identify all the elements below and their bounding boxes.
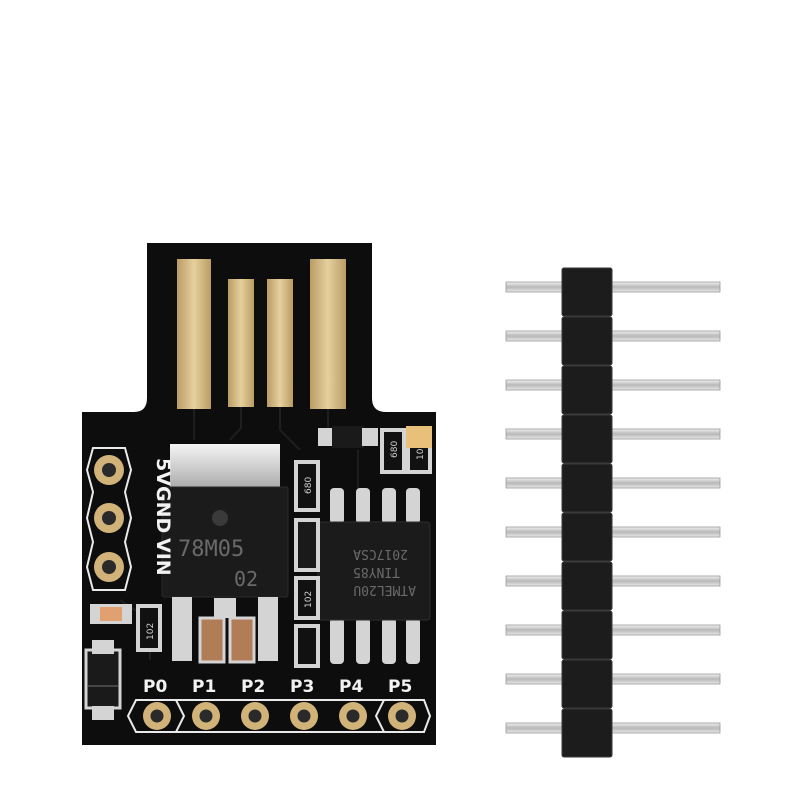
capacitor-2 [198, 616, 226, 664]
voltage-regulator: 78M05 02 [161, 444, 289, 661]
header-pin [505, 477, 721, 489]
capacitor-3 [228, 616, 256, 664]
label-5v: 5V [152, 458, 174, 486]
mcu-lead-bottom-4 [406, 618, 420, 664]
label-p3: P3 [290, 677, 314, 697]
header-pin [505, 379, 721, 391]
mcu-marking-1: ATMEL20U [353, 582, 416, 597]
label-p0: P0 [143, 677, 167, 697]
transistor-pad-top [92, 640, 114, 654]
regulator-body [161, 486, 289, 598]
mcu-lead-top-1 [330, 488, 344, 524]
transistor [84, 648, 122, 710]
regulator-marking-1: 78M05 [178, 537, 244, 562]
mcu-lead-top-4 [406, 488, 420, 524]
mcu-marking-2: TINY85 [353, 564, 400, 579]
resistor-2-code: 680 [304, 477, 314, 494]
regulator-logo [212, 510, 228, 526]
pin-header-strip [505, 267, 721, 758]
mcu-lead-top-3 [382, 488, 396, 524]
mcu-lead-bottom-2 [356, 618, 370, 664]
attiny85-chip: ATMEL20U TINY85 2017CSA [317, 488, 431, 664]
capacitor-1 [294, 624, 320, 668]
mcu-marking-3: 2017CSA [353, 546, 408, 561]
resistor-3-code: 102 [416, 443, 426, 460]
resistor-1-code: 680 [390, 441, 400, 458]
diode-body [332, 426, 364, 448]
mcu-lead-bottom-1 [330, 618, 344, 664]
header-body-segment [561, 561, 613, 611]
zener-diode [294, 518, 320, 572]
header-pin [505, 624, 721, 636]
label-p4: P4 [339, 677, 363, 697]
regulator-lead-1 [172, 597, 192, 661]
resistor-4 [294, 576, 320, 620]
io-header: P0 P1 P2 P3 P4 P5 [126, 677, 432, 733]
header-body-segment [561, 463, 613, 513]
power-header: 5V GND VIN [85, 447, 174, 591]
header-pin [505, 428, 721, 440]
regulator-tab [170, 444, 280, 490]
left-component-center [100, 607, 122, 621]
header-pin [505, 281, 721, 293]
header-body-segment [561, 316, 613, 366]
usb-finger-3 [267, 279, 293, 407]
header-body-segment [561, 512, 613, 562]
mcu-lead-bottom-3 [382, 618, 396, 664]
digispark-board: 78M05 02 ATMEL20U TINY85 2017CSA [82, 243, 436, 745]
label-p2: P2 [241, 677, 265, 697]
io-pad-p2 [241, 702, 269, 730]
usb-finger-2 [228, 279, 254, 407]
header-body-segment [561, 708, 613, 758]
header-pin [505, 722, 721, 734]
header-pin [505, 330, 721, 342]
io-pad-p4 [339, 702, 367, 730]
usb-connector [177, 259, 346, 409]
header-pin [505, 526, 721, 538]
label-vin: VIN [152, 538, 174, 576]
io-pad-p5 [388, 702, 416, 730]
io-pad-p3 [290, 702, 318, 730]
resistor-1 [380, 428, 406, 474]
header-pin [505, 575, 721, 587]
label-gnd: GND [152, 486, 174, 533]
io-pad-p1 [192, 702, 220, 730]
mcu-lead-top-2 [356, 488, 370, 524]
header-body-segment [561, 267, 613, 317]
regulator-marking-2: 02 [234, 567, 258, 591]
transistor-pad-bottom [92, 706, 114, 720]
passive-components: 680 680 102 102 102 [84, 426, 432, 720]
regulator-center-pad [214, 598, 236, 618]
regulator-lead-2 [258, 597, 278, 661]
diode-pad-2 [362, 428, 378, 446]
usb-finger-4 [310, 259, 346, 409]
header-pin [505, 673, 721, 685]
resistor-2 [294, 460, 320, 512]
power-led [406, 426, 432, 448]
header-body-segment [561, 365, 613, 415]
usb-finger-1 [177, 259, 211, 409]
io-pad-p0 [143, 702, 171, 730]
header-body-segment [561, 659, 613, 709]
resistor-5 [136, 604, 162, 652]
resistor-5-code: 102 [146, 623, 156, 640]
diode-pad-1 [318, 428, 334, 446]
header-body-segment [561, 610, 613, 660]
header-body-segment [561, 414, 613, 464]
label-p5: P5 [388, 677, 412, 697]
resistor-4-code: 102 [304, 591, 314, 608]
label-p1: P1 [192, 677, 216, 697]
